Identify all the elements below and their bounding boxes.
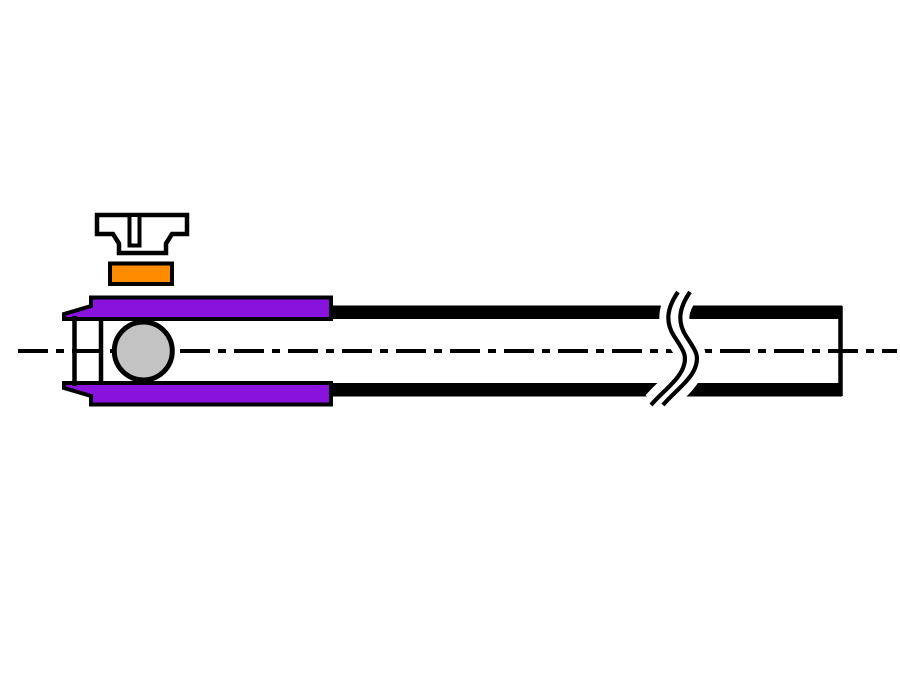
tube-bottom-wall [331, 383, 842, 397]
hopup-nub [108, 261, 174, 286]
hopup-arm-slot [127, 213, 142, 248]
pipe-break-symbol [645, 283, 706, 416]
hopup-arm [94, 212, 190, 256]
pipe-break-curve-right [661, 290, 700, 407]
bucking-top-bar [62, 295, 333, 321]
bucking-bottom-bar [62, 381, 333, 407]
bb-ball [111, 319, 175, 383]
tube-top-wall [331, 305, 842, 319]
pipe-break-gap [645, 283, 706, 416]
pipe-break-curve-left [649, 290, 688, 407]
